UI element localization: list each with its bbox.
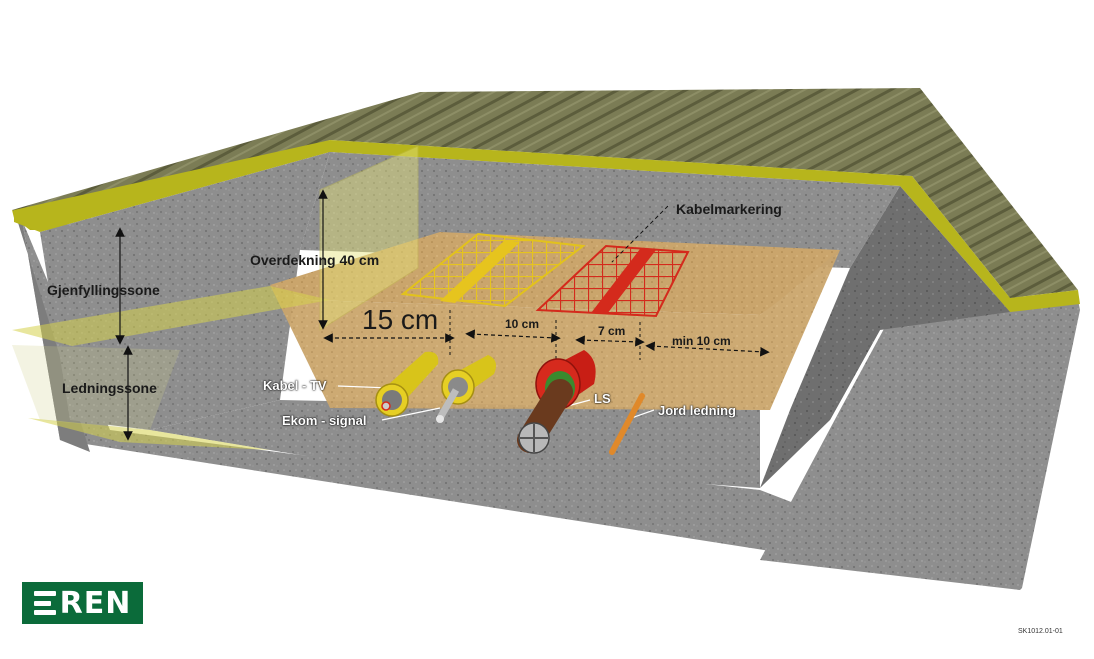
backfill-zone-label: Gjenfyllingssone [47, 282, 160, 298]
gap-min10cm-label: min 10 cm [672, 334, 731, 348]
trench-right-wall [830, 186, 1010, 420]
leader-ekom [381, 407, 441, 421]
ekom-signal-label: Ekom - signal [282, 413, 367, 428]
ls-power-cable [517, 350, 596, 454]
yellow-marker-grid [400, 232, 586, 308]
ren-logo-mark-icon [33, 591, 56, 615]
gap-10cm-label: 10 cm [505, 317, 540, 331]
soil-block-front-face [22, 220, 1020, 590]
ls-label: LS [594, 391, 611, 406]
red-marker-tape [591, 249, 656, 314]
gap-7cm-label: 7 cm [598, 324, 626, 338]
grass-surface [12, 88, 1078, 298]
backfill-zone-plane-lower [28, 418, 270, 450]
dim-min10cm [645, 341, 770, 357]
ekom-signal-duct [436, 355, 496, 423]
dim-7cm [575, 335, 645, 347]
cover-depth-label: Overdekning 40 cm [250, 252, 380, 268]
red-marker-grid [535, 244, 690, 318]
cable-zone-label: Ledningssone [62, 380, 157, 396]
dim-10cm [465, 329, 561, 343]
topsoil-band-front [14, 140, 330, 232]
cable-marking-label: Kabelmarkering [676, 201, 782, 217]
ground-wire-label: Jord ledning [658, 403, 736, 418]
trench-right-wall-lower [760, 268, 880, 488]
cable-zone-plane-left [12, 345, 180, 430]
trench-left-wall [40, 152, 330, 430]
ren-logo-text: REN [59, 585, 132, 621]
leader-cable-marking [611, 205, 669, 263]
backfill-zone-plane-left [12, 286, 330, 346]
cable-tv-label: Kabel - TV [263, 378, 327, 393]
gap-15cm-label: 15 cm [362, 304, 439, 335]
ren-logo: REN [22, 582, 143, 624]
soil-block-right-face [760, 290, 1080, 590]
yellow-marker-tape [440, 240, 520, 303]
ground-wire [609, 393, 645, 455]
cable-tv-duct [375, 351, 439, 417]
trench-floor [150, 400, 760, 488]
topsoil-band [330, 140, 1080, 312]
drawing-code: SK1012.01-01 [1018, 628, 1063, 635]
